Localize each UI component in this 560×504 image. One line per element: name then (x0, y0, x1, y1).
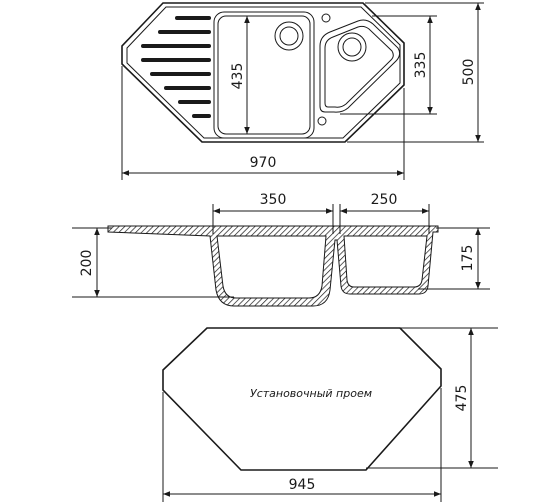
cutout-outline (162, 327, 442, 471)
large-bowl-dimension: 435 (230, 63, 246, 90)
sink-inner-outline (126, 6, 401, 139)
total-depth-dimension: 200 (79, 250, 95, 277)
cutout-width-dimension: 945 (289, 477, 316, 493)
cutout-view: Установочный проем 475 945 (162, 327, 498, 502)
top-view: 435 335 500 970 (121, 2, 484, 180)
overall-width-dimension: 970 (250, 155, 277, 171)
small-bowl-drain (337, 32, 367, 62)
cutout-caption: Установочный проем (250, 387, 372, 400)
overflow-hole-top (321, 13, 331, 23)
overall-depth-dimension: 500 (461, 59, 477, 86)
overflow-hole-bottom (317, 116, 327, 126)
small-bowl-depth-dimension: 175 (460, 245, 476, 272)
small-bowl-width-dimension: 250 (371, 192, 398, 208)
large-bowl-width-dimension: 350 (260, 192, 287, 208)
cutout-depth-dimension: 475 (454, 385, 470, 412)
small-bowl (319, 19, 401, 113)
drainboard-ribs (141, 16, 211, 118)
large-bowl (213, 11, 315, 139)
small-bowl-dimension: 335 (413, 52, 429, 79)
section-view: 350 250 200 175 (72, 192, 490, 307)
large-bowl-drain (274, 21, 304, 51)
